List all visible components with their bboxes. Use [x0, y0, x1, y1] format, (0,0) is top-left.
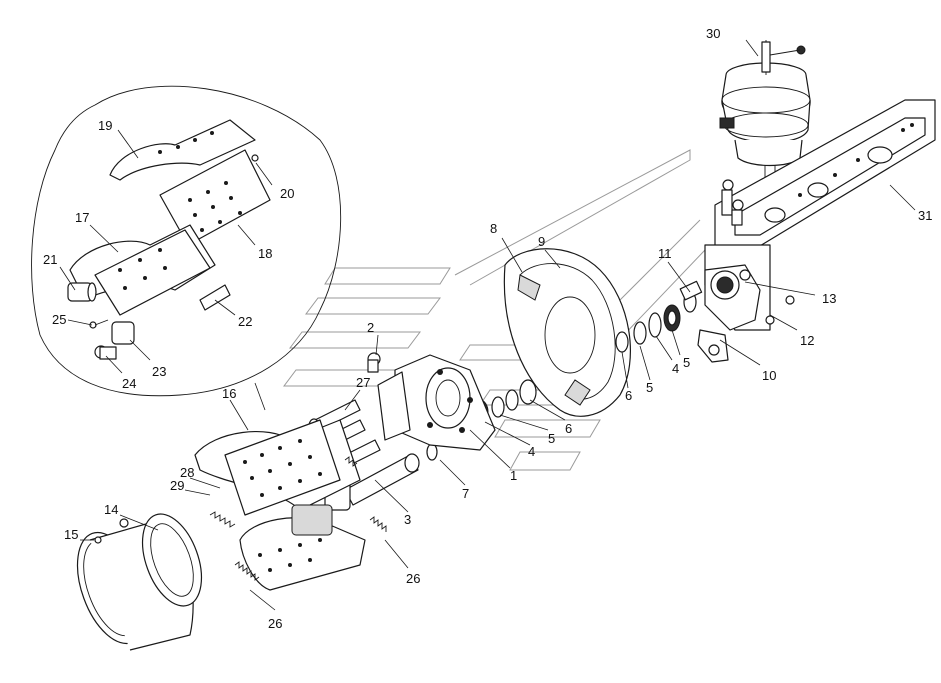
callout-6b: 6	[565, 421, 572, 436]
callout-25: 25	[52, 312, 66, 327]
callout-8: 8	[490, 221, 497, 236]
callout-2: 2	[367, 320, 374, 335]
slack-adjuster	[697, 264, 795, 363]
callout-28: 28	[180, 465, 194, 480]
callout-9: 9	[538, 234, 545, 249]
callout-24: 24	[122, 376, 136, 391]
callout-17: 17	[75, 210, 89, 225]
callout-15: 15	[64, 527, 78, 542]
callout-12: 12	[800, 333, 814, 348]
callout-22: 22	[238, 314, 252, 329]
callout-27: 27	[356, 375, 370, 390]
callout-5a: 5	[683, 355, 690, 370]
callout-1: 1	[510, 468, 517, 483]
brake-drums	[76, 513, 203, 651]
return-springs	[209, 456, 387, 581]
callout-3: 3	[404, 512, 411, 527]
callout-21: 21	[43, 252, 57, 267]
callout-4a: 4	[672, 361, 679, 376]
callout-7: 7	[462, 486, 469, 501]
callout-26a: 26	[406, 571, 420, 586]
callout-4b: 4	[528, 444, 535, 459]
callout-14: 14	[104, 502, 118, 517]
callout-5b: 5	[646, 380, 653, 395]
callout-31: 31	[918, 208, 932, 223]
callout-19: 19	[98, 118, 112, 133]
spider-plate	[377, 354, 496, 451]
brake-chamber	[719, 40, 811, 215]
shoe-detail-parts	[67, 119, 271, 360]
detail-enclosure	[31, 85, 342, 397]
callout-20: 20	[280, 186, 294, 201]
callout-11: 11	[658, 246, 672, 261]
callout-23: 23	[152, 364, 166, 379]
callout-29: 29	[170, 478, 184, 493]
callout-6a: 6	[625, 388, 632, 403]
callout-10: 10	[762, 368, 776, 383]
leader-lines	[59, 39, 916, 611]
callout-13: 13	[822, 291, 836, 306]
callout-30: 30	[706, 26, 720, 41]
callout-5c: 5	[548, 431, 555, 446]
callout-26b: 26	[268, 616, 282, 631]
callout-labels: 30 19 20 18 17 21 25 22 23 24 8 9 31 11 …	[43, 26, 932, 631]
brake-shoe-assembly	[194, 419, 366, 591]
dust-shield	[503, 248, 631, 417]
callout-18: 18	[258, 246, 272, 261]
callout-16: 16	[222, 386, 236, 401]
watermark	[283, 149, 706, 471]
